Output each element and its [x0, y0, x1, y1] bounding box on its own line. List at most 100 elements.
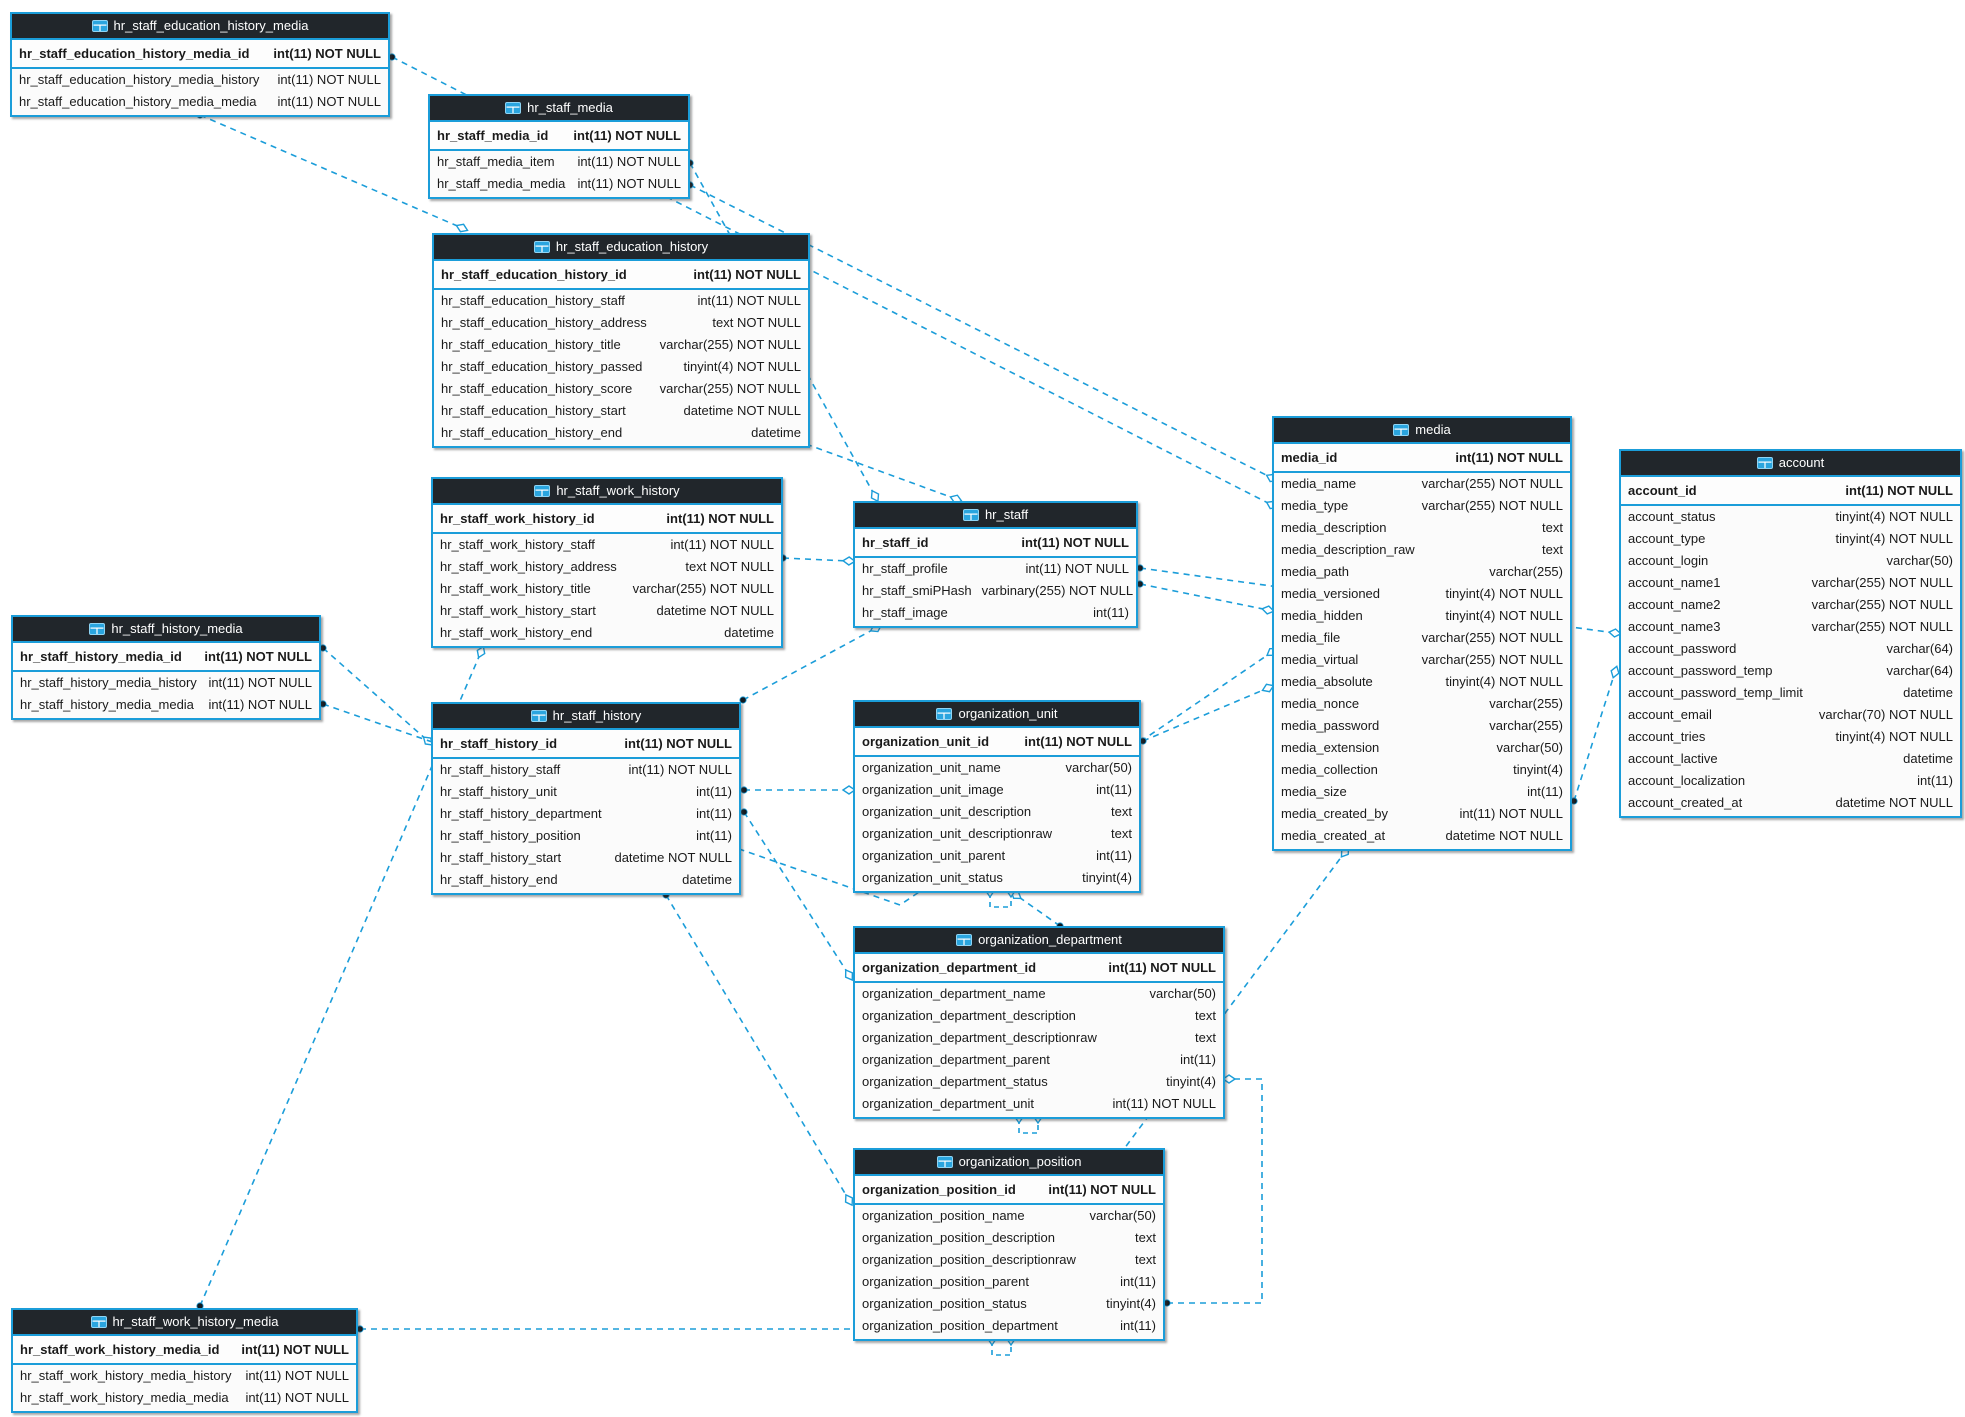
table-header-hr_staff_history[interactable]: hr_staff_history — [433, 704, 739, 730]
table-header-organization_position[interactable]: organization_position — [855, 1150, 1163, 1176]
table-header-hr_staff[interactable]: hr_staff — [855, 503, 1136, 529]
relationship-organization_unit--media[interactable] — [1139, 682, 1275, 745]
relationship-hr_staff_work_history--hr_staff[interactable] — [779, 554, 857, 566]
table-header-hr_staff_education_history[interactable]: hr_staff_education_history — [434, 235, 808, 261]
column-row-hr_staff_education_history_media_history[interactable]: hr_staff_education_history_media_history… — [12, 69, 388, 91]
relationship-organization_department--organization_unit[interactable] — [1009, 888, 1064, 930]
relationship-hr_staff_history_media--hr_staff_history[interactable] — [319, 644, 435, 748]
table-header-organization_department[interactable]: organization_department — [855, 928, 1223, 954]
table-header-account[interactable]: account — [1621, 451, 1960, 477]
relationship-hr_staff_education_history--hr_staff[interactable] — [802, 440, 963, 505]
relationship-hr_staff_history--organization_position[interactable] — [662, 891, 856, 1207]
table-header-hr_staff_media[interactable]: hr_staff_media — [430, 96, 688, 122]
table-header-media[interactable]: media — [1274, 418, 1570, 444]
relationship-hr_staff_history--organization_unit[interactable] — [740, 785, 857, 795]
table-header-hr_staff_history_media[interactable]: hr_staff_history_media — [13, 617, 319, 643]
table-header-hr_staff_education_history_media[interactable]: hr_staff_education_history_media — [12, 14, 388, 40]
table-header-organization_unit[interactable]: organization_unit — [855, 702, 1139, 728]
table-header-hr_staff_work_history[interactable]: hr_staff_work_history — [433, 479, 781, 505]
table-hr_staff_education_history_media[interactable]: hr_staff_education_history_media hr_staff… — [10, 12, 390, 117]
relationship-organization_position--organization_department[interactable] — [1163, 1074, 1263, 1307]
relationship-hr_staff--media[interactable] — [1136, 580, 1276, 615]
table-header-hr_staff_work_history_media[interactable]: hr_staff_work_history_media — [13, 1310, 356, 1336]
